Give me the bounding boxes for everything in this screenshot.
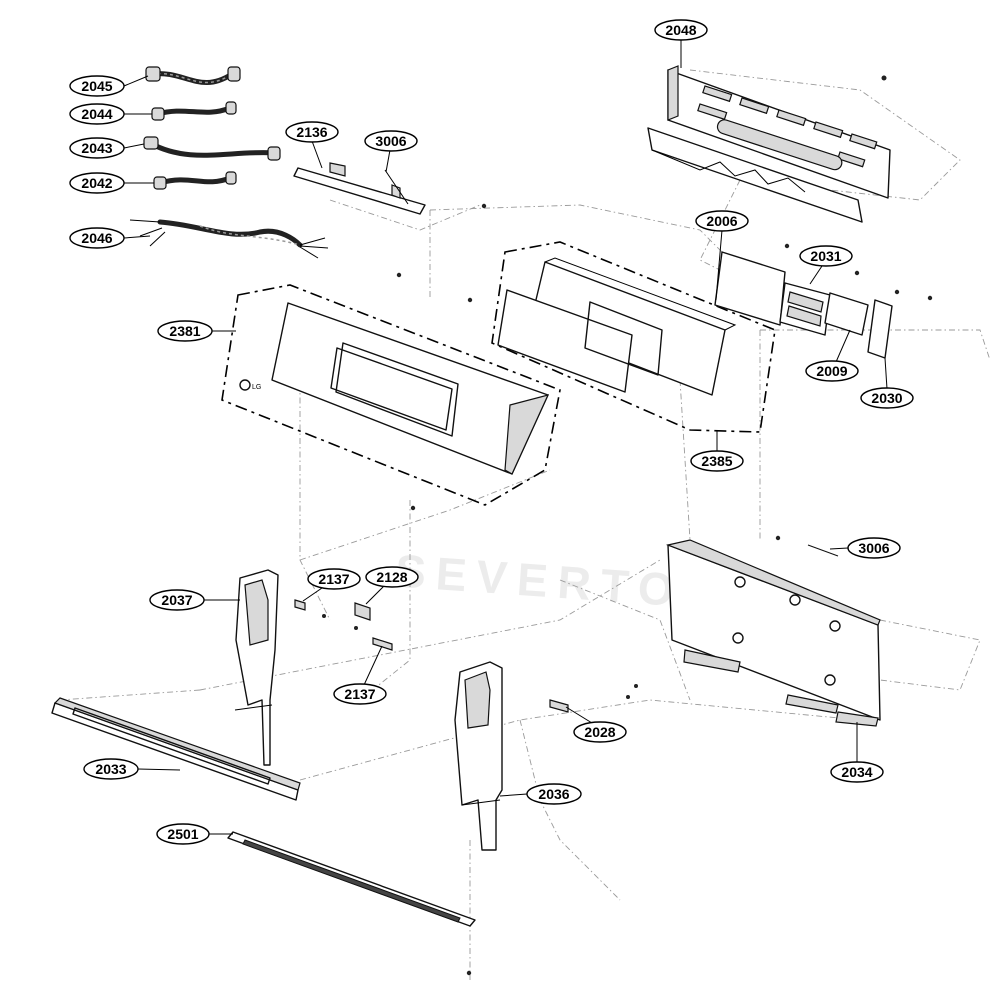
callout-2137-top: 2137	[318, 571, 349, 587]
callout-2028: 2028	[584, 724, 615, 740]
part-2048-vent-panel	[647, 65, 891, 223]
callout-2031: 2031	[810, 248, 841, 264]
part-2028-clip	[549, 684, 638, 713]
callout-2034: 2034	[841, 764, 872, 780]
part-2501-trim-strip	[227, 831, 476, 976]
part-2044-wire-harness	[151, 101, 237, 121]
callout-3006-top: 3006	[375, 133, 406, 149]
part-2045-wire-harness	[145, 66, 241, 85]
callout-2030: 2030	[871, 390, 902, 406]
callout-2046: 2046	[81, 230, 112, 246]
callout-2045: 2045	[81, 78, 112, 94]
callouts: 2048 2045 2044 2043 2042 2046 2136 3006	[69, 19, 914, 845]
callout-2136: 2136	[296, 124, 327, 140]
part-2037-side-bracket	[234, 569, 326, 766]
callout-2006: 2006	[706, 213, 737, 229]
part-2381-control-panel: LG	[221, 272, 561, 511]
part-2030-board	[867, 299, 893, 359]
callout-2037: 2037	[161, 592, 192, 608]
part-2385-control-housing	[491, 241, 933, 433]
callout-2385: 2385	[701, 453, 732, 469]
part-2128-clip	[354, 602, 371, 630]
vent-slots	[697, 85, 878, 171]
part-2009-board	[824, 292, 869, 336]
part-2137a-clip	[294, 599, 306, 611]
callout-3006-right: 3006	[858, 540, 889, 556]
callout-2043: 2043	[81, 140, 112, 156]
part-2034-rear-frame	[665, 535, 881, 727]
part-2046-wire-harness	[129, 219, 329, 259]
callout-2033: 2033	[95, 761, 126, 777]
brand-logo: LG	[252, 384, 261, 391]
callout-2048: 2048	[665, 22, 696, 38]
part-2137b-clip	[372, 637, 393, 651]
callout-2036: 2036	[538, 786, 569, 802]
part-2006-board	[714, 251, 786, 326]
part-2033-lower-rail	[51, 697, 301, 801]
callout-2137-bottom: 2137	[344, 686, 375, 702]
callout-2128: 2128	[376, 569, 407, 585]
part-2136-bracket	[293, 162, 487, 215]
part-2042-wire-harness	[153, 171, 237, 190]
part-2036-side-bracket	[454, 661, 503, 851]
part-2031-connector-board	[779, 282, 831, 336]
part-2043-wire-harness	[143, 136, 281, 161]
callout-2501: 2501	[167, 826, 198, 842]
callout-2042: 2042	[81, 175, 112, 191]
callout-2044: 2044	[81, 106, 112, 122]
callout-2009: 2009	[816, 363, 847, 379]
callout-2381: 2381	[169, 323, 200, 339]
